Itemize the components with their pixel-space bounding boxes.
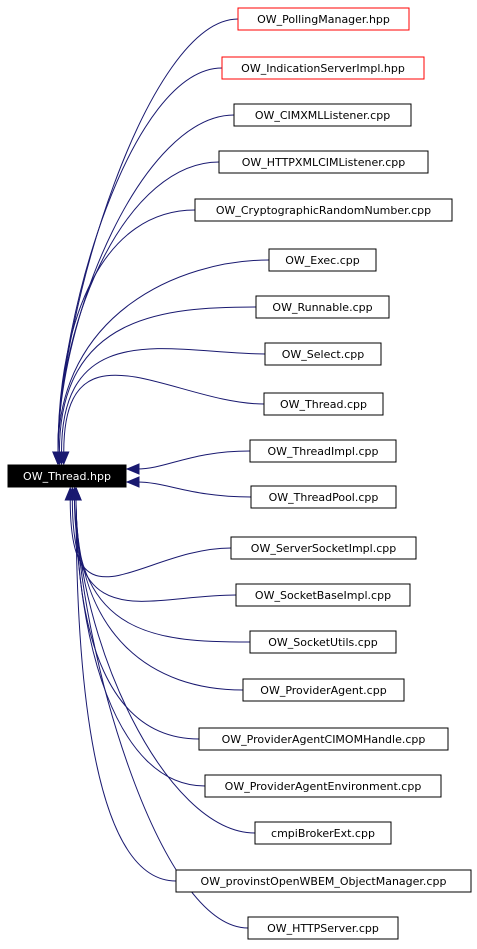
node-ow-select-cpp[interactable]: OW_Select.cpp [264,342,382,366]
root-node-label: OW_Thread.hpp [23,470,111,483]
edge-ow-threadimpl-cpp [136,450,251,470]
edge-ow-provideragent-cpp [75,499,244,691]
edge-ow-thread-cpp [63,374,265,453]
node-label: OW_IndicationServerImpl.hpp [241,62,405,75]
node-box[interactable] [249,630,397,654]
node-ow-serversocketimpl-cpp[interactable]: OW_ServerSocketImpl.cpp [230,536,417,560]
edge-ow-provinstopenwbem-objectmanager-cpp [75,499,177,882]
node-box[interactable] [175,869,472,893]
node-ow-provideragentcimomhandle-cpp[interactable]: OW_ProviderAgentCIMOMHandle.cpp [198,727,449,751]
node-label: OW_provinstOpenWBEM_ObjectManager.cpp [201,875,447,888]
node-ow-socketutils-cpp[interactable]: OW_SocketUtils.cpp [249,630,397,654]
node-ow-cryptographicrandomnumber-cpp[interactable]: OW_CryptographicRandomNumber.cpp [194,198,453,222]
edge-ow-httpserver-cpp [75,499,249,929]
edge-ow-serversocketimpl-cpp [69,499,232,578]
node-box[interactable] [249,439,397,463]
node-ow-pollingmanager-hpp[interactable]: OW_PollingManager.hpp [237,7,410,31]
edge-ow-provideragentenvironment-cpp [75,499,206,787]
node-box[interactable] [268,248,377,272]
node-label: OW_PollingManager.hpp [257,13,390,26]
node-label: OW_ProviderAgentCIMOMHandle.cpp [222,733,426,746]
arrowhead-ow-httpserver-cpp [70,486,82,501]
root-node-box [7,464,127,488]
node-ow-indicationserverimpl-hpp[interactable]: OW_IndicationServerImpl.hpp [221,56,425,80]
node-box[interactable] [237,7,410,31]
node-box[interactable] [242,678,405,702]
edge-ow-threadpool-cpp [136,481,252,498]
node-ow-provideragentenvironment-cpp[interactable]: OW_ProviderAgentEnvironment.cpp [204,774,442,798]
node-box[interactable] [235,583,411,607]
node-label: OW_ThreadPool.cpp [269,491,379,504]
node-ow-provinstopenwbem-objectmanager-cpp[interactable]: OW_provinstOpenWBEM_ObjectManager.cpp [175,869,472,893]
edge-ow-select-cpp [61,348,266,453]
node-box[interactable] [218,150,429,174]
arrowhead-ow-threadimpl-cpp [125,463,140,475]
node-ow-httpserver-cpp[interactable]: OW_HTTPServer.cpp [247,916,399,940]
node-ow-provideragent-cpp[interactable]: OW_ProviderAgent.cpp [242,678,405,702]
node-box[interactable] [221,56,425,80]
node-label: OW_ThreadImpl.cpp [267,445,378,458]
edge-ow-httpxmlcimlistener-cpp [57,161,220,453]
node-box[interactable] [263,392,384,416]
node-ow-thread-cpp[interactable]: OW_Thread.cpp [263,392,384,416]
file-nodes: OW_PollingManager.hppOW_IndicationServer… [175,7,472,940]
arrowhead-ow-thread-cpp [58,451,70,466]
node-box[interactable] [250,485,397,509]
node-ow-exec-cpp[interactable]: OW_Exec.cpp [268,248,377,272]
node-label: OW_SocketBaseImpl.cpp [255,589,391,602]
edge-ow-pollingmanager-hpp [57,18,239,453]
edge-ow-socketutils-cpp [73,499,251,643]
node-label: OW_HTTPXMLCIMListener.cpp [242,156,406,169]
node-box[interactable] [254,821,392,845]
node-label: OW_CIMXMLListener.cpp [255,109,390,122]
node-box[interactable] [247,916,399,940]
node-label: OW_Thread.cpp [280,398,367,411]
node-box[interactable] [198,727,449,751]
node-ow-cimxmllistener-cpp[interactable]: OW_CIMXMLListener.cpp [233,103,412,127]
node-label: OW_ServerSocketImpl.cpp [251,542,396,555]
node-ow-threadpool-cpp[interactable]: OW_ThreadPool.cpp [250,485,397,509]
node-label: OW_HTTPServer.cpp [267,922,379,935]
node-ow-httpxmlcimlistener-cpp[interactable]: OW_HTTPXMLCIMListener.cpp [218,150,429,174]
edge-ow-runnable-cpp [58,306,257,453]
edge-ow-socketbaseimpl-cpp [71,499,237,602]
node-box[interactable] [264,342,382,366]
edge-cmpibrokerext-cpp [75,499,256,834]
node-label: OW_ProviderAgentEnvironment.cpp [225,780,422,793]
node-box[interactable] [230,536,417,560]
node-label: OW_CryptographicRandomNumber.cpp [216,204,431,217]
node-label: cmpiBrokerExt.cpp [271,827,375,840]
edge-ow-exec-cpp [57,259,270,453]
edge-ow-cryptographicrandomnumber-cpp [57,209,196,453]
node-label: OW_Select.cpp [282,348,364,361]
node-box[interactable] [194,198,453,222]
node-box[interactable] [255,295,390,319]
edges [52,18,270,929]
arrowhead-ow-threadpool-cpp [125,476,140,488]
node-label: OW_SocketUtils.cpp [268,636,378,649]
node-box[interactable] [204,774,442,798]
node-label: OW_Exec.cpp [285,254,359,267]
node-label: OW_ProviderAgent.cpp [260,684,386,697]
node-cmpibrokerext-cpp[interactable]: cmpiBrokerExt.cpp [254,821,392,845]
root-node: OW_Thread.hpp [7,464,127,488]
node-ow-runnable-cpp[interactable]: OW_Runnable.cpp [255,295,390,319]
node-ow-socketbaseimpl-cpp[interactable]: OW_SocketBaseImpl.cpp [235,583,411,607]
node-ow-threadimpl-cpp[interactable]: OW_ThreadImpl.cpp [249,439,397,463]
edge-ow-provideragentcimomhandle-cpp [75,499,200,740]
node-box[interactable] [233,103,412,127]
node-label: OW_Runnable.cpp [272,301,372,314]
edge-ow-cimxmllistener-cpp [57,114,235,453]
